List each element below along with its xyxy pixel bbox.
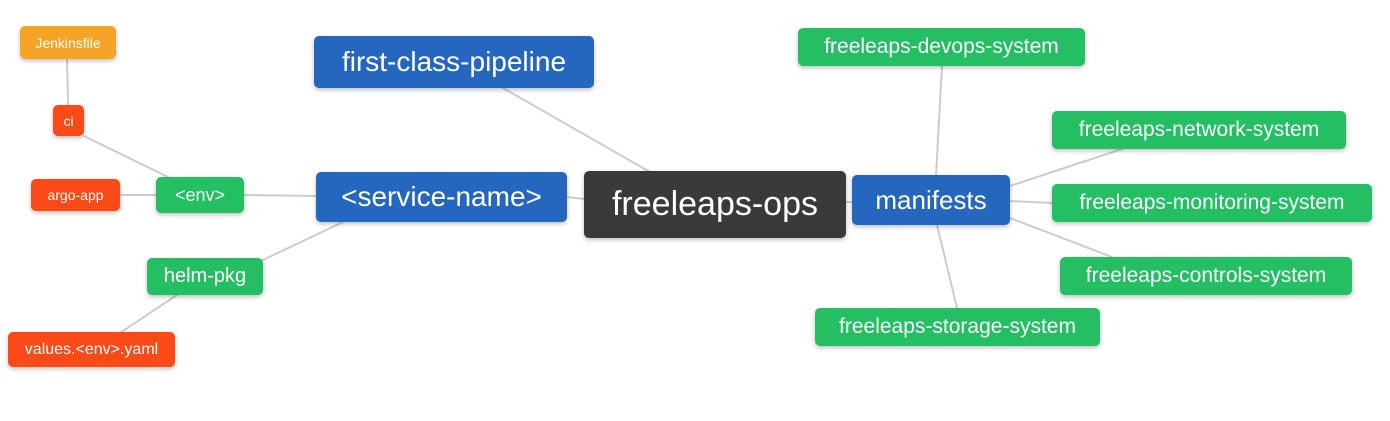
node-argo-app[interactable]: argo-app: [31, 179, 120, 211]
node-freeleaps-storage-system[interactable]: freeleaps-storage-system: [815, 308, 1100, 346]
edge-helm-pkg-service-name: [262, 221, 344, 261]
edge-manifests-monitoring: [1009, 200, 1053, 204]
edge-env-service-name: [243, 194, 317, 197]
node-freeleaps-devops-system[interactable]: freeleaps-devops-system: [798, 28, 1085, 66]
edge-values-helm-pkg: [119, 294, 178, 334]
node-manifests[interactable]: manifests: [852, 175, 1010, 225]
edge-manifests-devops: [935, 65, 943, 177]
edge-ci-env: [83, 135, 171, 179]
edge-service-freeleaps-ops: [566, 196, 586, 200]
edge-manifests-network: [1009, 148, 1123, 187]
node-helm-pkg[interactable]: helm-pkg: [147, 258, 263, 295]
node-values-env-yaml[interactable]: values.<env>.yaml: [8, 332, 175, 367]
node-jenkinsfile[interactable]: Jenkinsfile: [20, 26, 116, 59]
edge-pipeline-freeleaps-ops: [502, 87, 651, 173]
edge-jenkinsfile-ci: [66, 57, 69, 106]
node-freeleaps-controls-system[interactable]: freeleaps-controls-system: [1060, 257, 1352, 295]
node-service-name[interactable]: <service-name>: [316, 172, 567, 222]
edge-manifests-controls: [1009, 217, 1113, 258]
edge-manifests-storage: [936, 224, 958, 309]
node-freeleaps-network-system[interactable]: freeleaps-network-system: [1052, 111, 1346, 149]
node-env[interactable]: <env>: [156, 177, 244, 213]
node-ci[interactable]: ci: [53, 105, 84, 136]
node-first-class-pipeline[interactable]: first-class-pipeline: [314, 36, 594, 88]
node-freeleaps-monitoring-system[interactable]: freeleaps-monitoring-system: [1052, 184, 1372, 222]
node-freeleaps-ops[interactable]: freeleaps-ops: [584, 171, 846, 238]
